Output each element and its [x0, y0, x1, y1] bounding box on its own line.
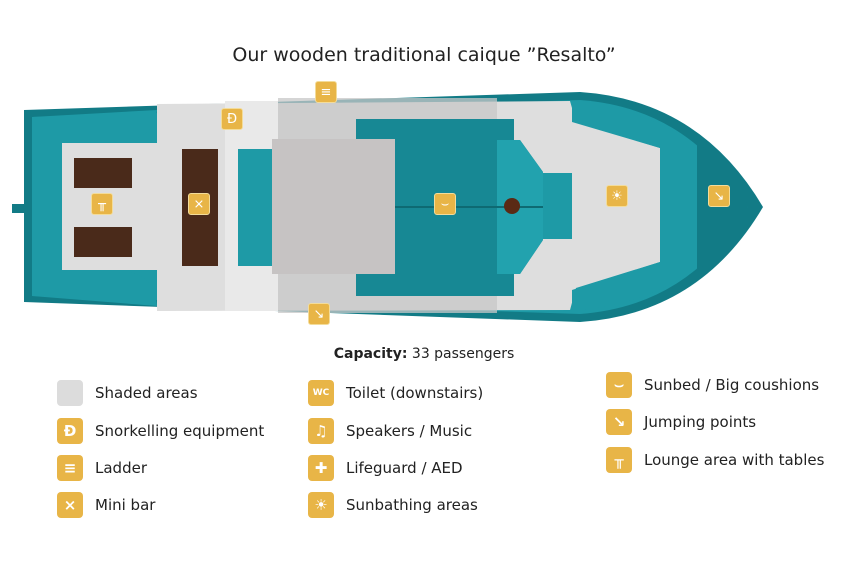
legend-label: Mini bar [95, 496, 156, 514]
legend-label: Speakers / Music [346, 422, 473, 440]
ladder-icon: ≡ [57, 455, 83, 481]
capacity-label: Capacity: [333, 346, 408, 362]
legend-label: Jumping points [644, 413, 757, 431]
legend-label: Lounge area with tables [644, 451, 825, 469]
legend-item: Ɖ Snorkelling equipment [57, 418, 264, 444]
capacity: Capacity: 33 passengers [0, 346, 848, 362]
legend-label: Shaded areas [95, 384, 198, 402]
mast [504, 198, 520, 214]
mini-bar-icon: ⨯ [57, 492, 83, 518]
lounge-table-icon: ╥ [606, 447, 632, 473]
legend-item: ↘ Jumping points [606, 409, 756, 435]
boat-diagram [12, 92, 763, 322]
music-icon: ♫ [308, 418, 334, 444]
lifeguard-icon: ✚ [308, 455, 334, 481]
snorkel-icon: Ɖ [221, 108, 243, 130]
page-title: Our wooden traditional caique ”Resalto” [232, 44, 616, 66]
legend-label: Lifeguard / AED [346, 459, 463, 477]
rudder [12, 204, 26, 213]
sunbed-bottom [356, 274, 514, 296]
cabin-roof [272, 139, 395, 274]
legend-item: ✚ Lifeguard / AED [308, 455, 463, 481]
aft-seat [32, 110, 157, 306]
bench [238, 149, 274, 266]
jumping-icon: ↘ [708, 185, 730, 207]
sun-icon: ☀ [606, 185, 628, 207]
lounge-table-icon: ╥ [91, 193, 113, 215]
jumping-icon: ↘ [606, 409, 632, 435]
legend-item: ♫ Speakers / Music [308, 418, 472, 444]
sunbed-top [356, 119, 514, 141]
sunbed-icon: ⌣ [606, 372, 632, 398]
table-2 [74, 227, 132, 257]
legend-label: Ladder [95, 459, 147, 477]
legend-label: Sunbathing areas [346, 496, 478, 514]
ladder-icon: ≡ [315, 81, 337, 103]
mini-bar-icon: ⨯ [188, 193, 210, 215]
table-1 [74, 158, 132, 188]
legend-item: ⨯ Mini bar [57, 492, 155, 518]
legend-label: Toilet (downstairs) [346, 384, 484, 402]
capacity-value: 33 passengers [411, 346, 515, 362]
legend-item: WC Toilet (downstairs) [308, 380, 483, 406]
snorkel-icon: Ɖ [57, 418, 83, 444]
legend-item: ☀ Sunbathing areas [308, 492, 478, 518]
sun-icon: ☀ [308, 492, 334, 518]
legend-item: ⌣ Sunbed / Big coushions [606, 372, 819, 398]
legend-label: Snorkelling equipment [95, 422, 265, 440]
sunbed-icon: ⌣ [434, 193, 456, 215]
jumping-icon: ↘ [308, 303, 330, 325]
fore-cushion [543, 173, 572, 239]
legend-item: Shaded areas [57, 380, 198, 406]
legend-label: Sunbed / Big coushions [644, 376, 820, 394]
wc-icon: WC [308, 380, 334, 406]
legend-item: ≡ Ladder [57, 455, 147, 481]
shaded-swatch [57, 380, 83, 406]
bow-seat [572, 103, 695, 311]
legend-item: ╥ Lounge area with tables [606, 447, 824, 473]
